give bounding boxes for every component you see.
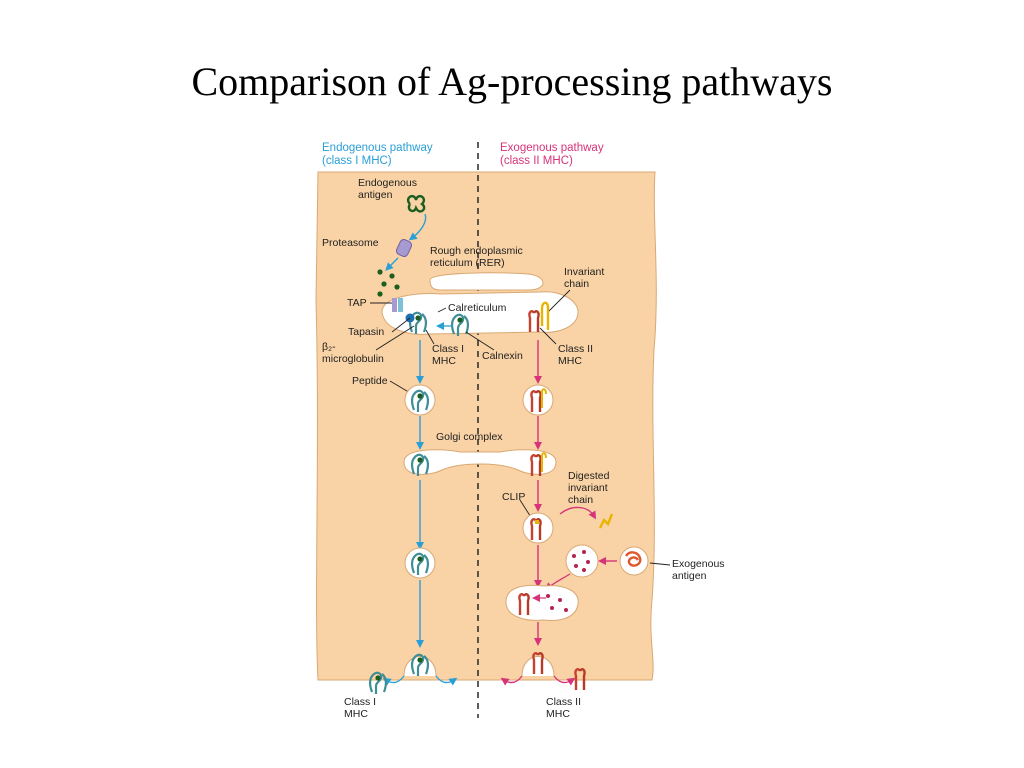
clip-label: CLIP: [502, 491, 525, 503]
endogenous-antigen-label: Endogenous: [358, 177, 417, 189]
digested-invariant-label-2: invariant: [568, 482, 608, 494]
surface-class1-mhc-icon: [368, 671, 388, 696]
beta2-label: β₂-: [322, 341, 336, 353]
tapasin-label: Tapasin: [348, 326, 384, 338]
class2-mhc-label-2: MHC: [558, 355, 582, 367]
er-invariant-chain-icon: [540, 301, 550, 330]
exogenous-subheader: (class II MHC): [500, 155, 573, 167]
slide-title: Comparison of Ag-processing pathways: [191, 59, 833, 104]
arrow-to-digested-chain: [559, 506, 597, 520]
calreticulum-label: Calreticulum: [448, 302, 507, 314]
beta2-label-2: microglobulin: [322, 353, 384, 365]
class2-mhc-label: Class II: [558, 343, 593, 355]
peptide-loading-compartment: [505, 584, 579, 621]
endogenous-subheader: (class I MHC): [322, 155, 392, 167]
endosome: [565, 544, 599, 578]
invariant-chain-label-2: chain: [564, 278, 589, 290]
tap-label: TAP: [347, 297, 367, 309]
endogenous-antigen-icon: [406, 194, 426, 213]
endogenous-header: Endogenous pathway: [322, 142, 433, 154]
digested-invariant-label: Digested: [568, 470, 610, 482]
class1-mhc-label-2: MHC: [432, 355, 456, 367]
bottom-class1-label: Class I: [344, 696, 376, 708]
rer-label-2: reticulum (RER): [430, 257, 505, 269]
bottom-class2-label-2: MHC: [546, 708, 570, 720]
class1-mhc-label: Class I: [432, 343, 464, 355]
exogenous-header: Exogenous pathway: [500, 142, 604, 154]
class2-vesicle-1: [522, 384, 554, 416]
golgi-complex: [403, 449, 557, 475]
golgi-label: Golgi complex: [436, 431, 503, 443]
arrow-proteasome-to-peptides: [385, 257, 399, 271]
exogenous-antigen-label: Exogenous: [672, 558, 725, 570]
invariant-chain-label: Invariant: [564, 266, 604, 278]
calnexin-label: Calnexin: [482, 350, 523, 362]
class2-clip-vesicle: [522, 512, 554, 544]
peptide-label: Peptide: [352, 375, 388, 387]
exogenous-antigen-icon: [619, 546, 649, 576]
digested-invariant-label-3: chain: [568, 494, 593, 506]
arrow-antigen-to-proteasome: [408, 213, 427, 241]
tap-transporter-icon: [392, 298, 403, 312]
proteasome-icon: [395, 239, 413, 257]
class2-exocytosis-vesicle: [521, 656, 555, 677]
bottom-class2-label: Class II: [546, 696, 581, 708]
endogenous-antigen-label-2: antigen: [358, 189, 393, 201]
rer-label: Rough endoplasmic: [430, 245, 523, 257]
exogenous-antigen-label-2: antigen: [672, 570, 707, 582]
proteasome-label: Proteasome: [322, 237, 379, 249]
digested-chain-icon: [598, 513, 614, 529]
bottom-class1-label-2: MHC: [344, 708, 368, 720]
